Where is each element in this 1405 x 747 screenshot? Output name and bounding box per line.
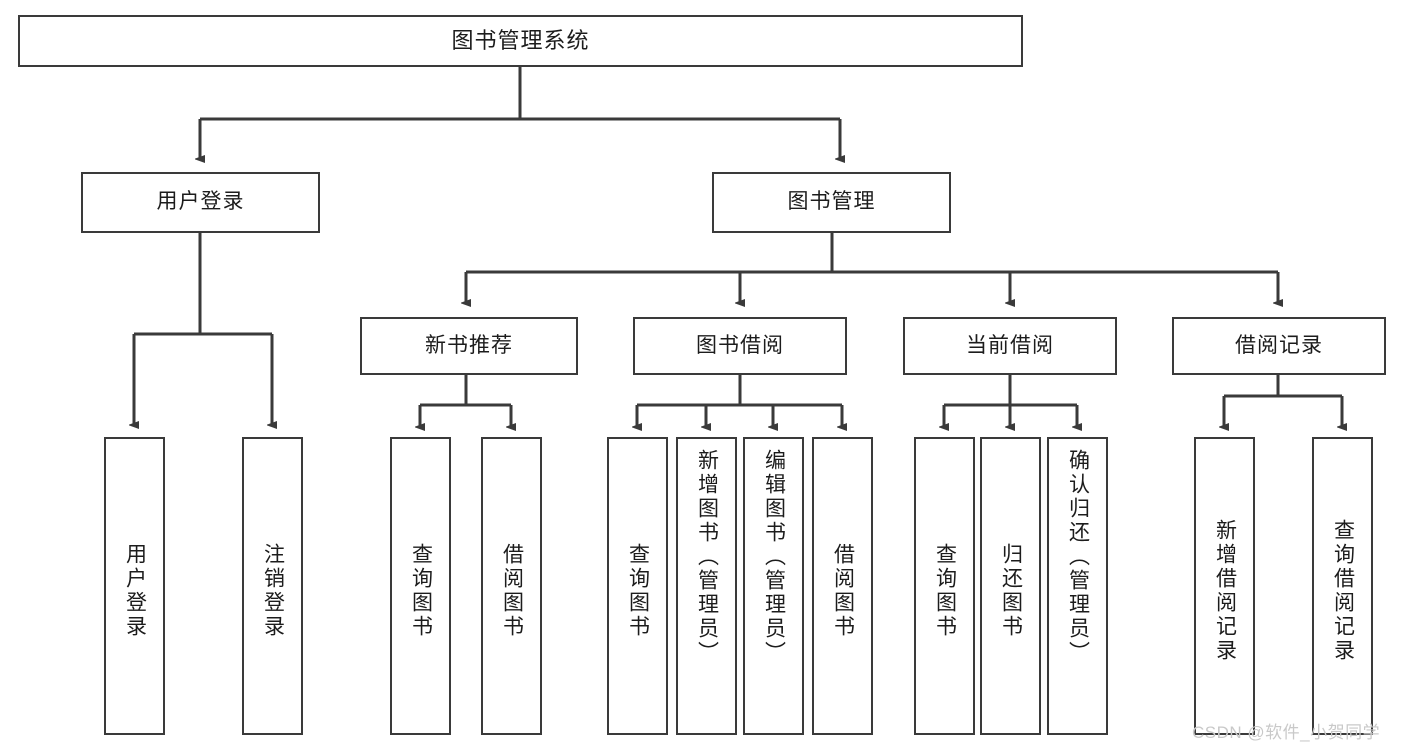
csdn-watermark: CSDN @软件_小贺同学 <box>1192 723 1381 742</box>
node-leaf-book-edit[interactable]: 编辑图书（管理员） <box>743 437 804 735</box>
node-label-leaf-current-query: 查询图书 <box>933 543 957 639</box>
node-label-leaf-borrow-query: 查询图书 <box>626 543 650 639</box>
node-leaf-user-login[interactable]: 用户登录 <box>104 437 165 735</box>
node-label-leaf-book-lend: 借阅图书 <box>831 543 855 639</box>
node-label-root: 图书管理系统 <box>451 28 590 54</box>
node-leaf-add-record[interactable]: 新增借阅记录 <box>1194 437 1255 735</box>
node-leaf-return-book[interactable]: 归还图书 <box>980 437 1041 735</box>
node-leaf-book-lend[interactable]: 借阅图书 <box>812 437 873 735</box>
node-leaf-newbook-query[interactable]: 查询图书 <box>390 437 451 735</box>
node-new-book-recommend[interactable]: 新书推荐 <box>360 317 578 375</box>
node-label-user-login: 用户登录 <box>156 190 245 214</box>
node-label-book-borrow: 图书借阅 <box>696 333 784 357</box>
node-label-book-management: 图书管理 <box>787 190 876 214</box>
node-leaf-borrow-query[interactable]: 查询图书 <box>607 437 668 735</box>
node-book-management[interactable]: 图书管理 <box>712 172 951 233</box>
node-label-borrow-record: 借阅记录 <box>1235 333 1323 357</box>
node-label-leaf-newbook-query: 查询图书 <box>409 543 433 639</box>
node-user-login[interactable]: 用户登录 <box>81 172 320 233</box>
node-label-current-borrow: 当前借阅 <box>966 333 1054 357</box>
node-borrow-record[interactable]: 借阅记录 <box>1172 317 1386 375</box>
node-leaf-newbook-borrow[interactable]: 借阅图书 <box>481 437 542 735</box>
node-book-borrow[interactable]: 图书借阅 <box>633 317 847 375</box>
node-label-leaf-return-book: 归还图书 <box>999 543 1023 639</box>
node-label-leaf-query-record: 查询借阅记录 <box>1331 519 1355 663</box>
node-current-borrow[interactable]: 当前借阅 <box>903 317 1117 375</box>
node-label-leaf-newbook-borrow: 借阅图书 <box>500 543 524 639</box>
node-leaf-query-record[interactable]: 查询借阅记录 <box>1312 437 1373 735</box>
node-leaf-book-add[interactable]: 新增图书（管理员） <box>676 437 737 735</box>
node-label-leaf-confirm-return: 确认归还（管理员） <box>1066 449 1090 665</box>
node-root-system[interactable]: 图书管理系统 <box>18 15 1023 67</box>
node-label-leaf-user-login: 用户登录 <box>123 543 147 639</box>
node-label-leaf-add-record: 新增借阅记录 <box>1213 519 1237 663</box>
node-leaf-logout[interactable]: 注销登录 <box>242 437 303 735</box>
node-leaf-confirm-return[interactable]: 确认归还（管理员） <box>1047 437 1108 735</box>
node-label-new-book-recommend: 新书推荐 <box>425 333 513 357</box>
node-label-leaf-book-edit: 编辑图书（管理员） <box>762 449 786 665</box>
node-label-leaf-logout: 注销登录 <box>261 543 285 639</box>
node-leaf-current-query[interactable]: 查询图书 <box>914 437 975 735</box>
node-label-leaf-book-add: 新增图书（管理员） <box>695 449 719 665</box>
